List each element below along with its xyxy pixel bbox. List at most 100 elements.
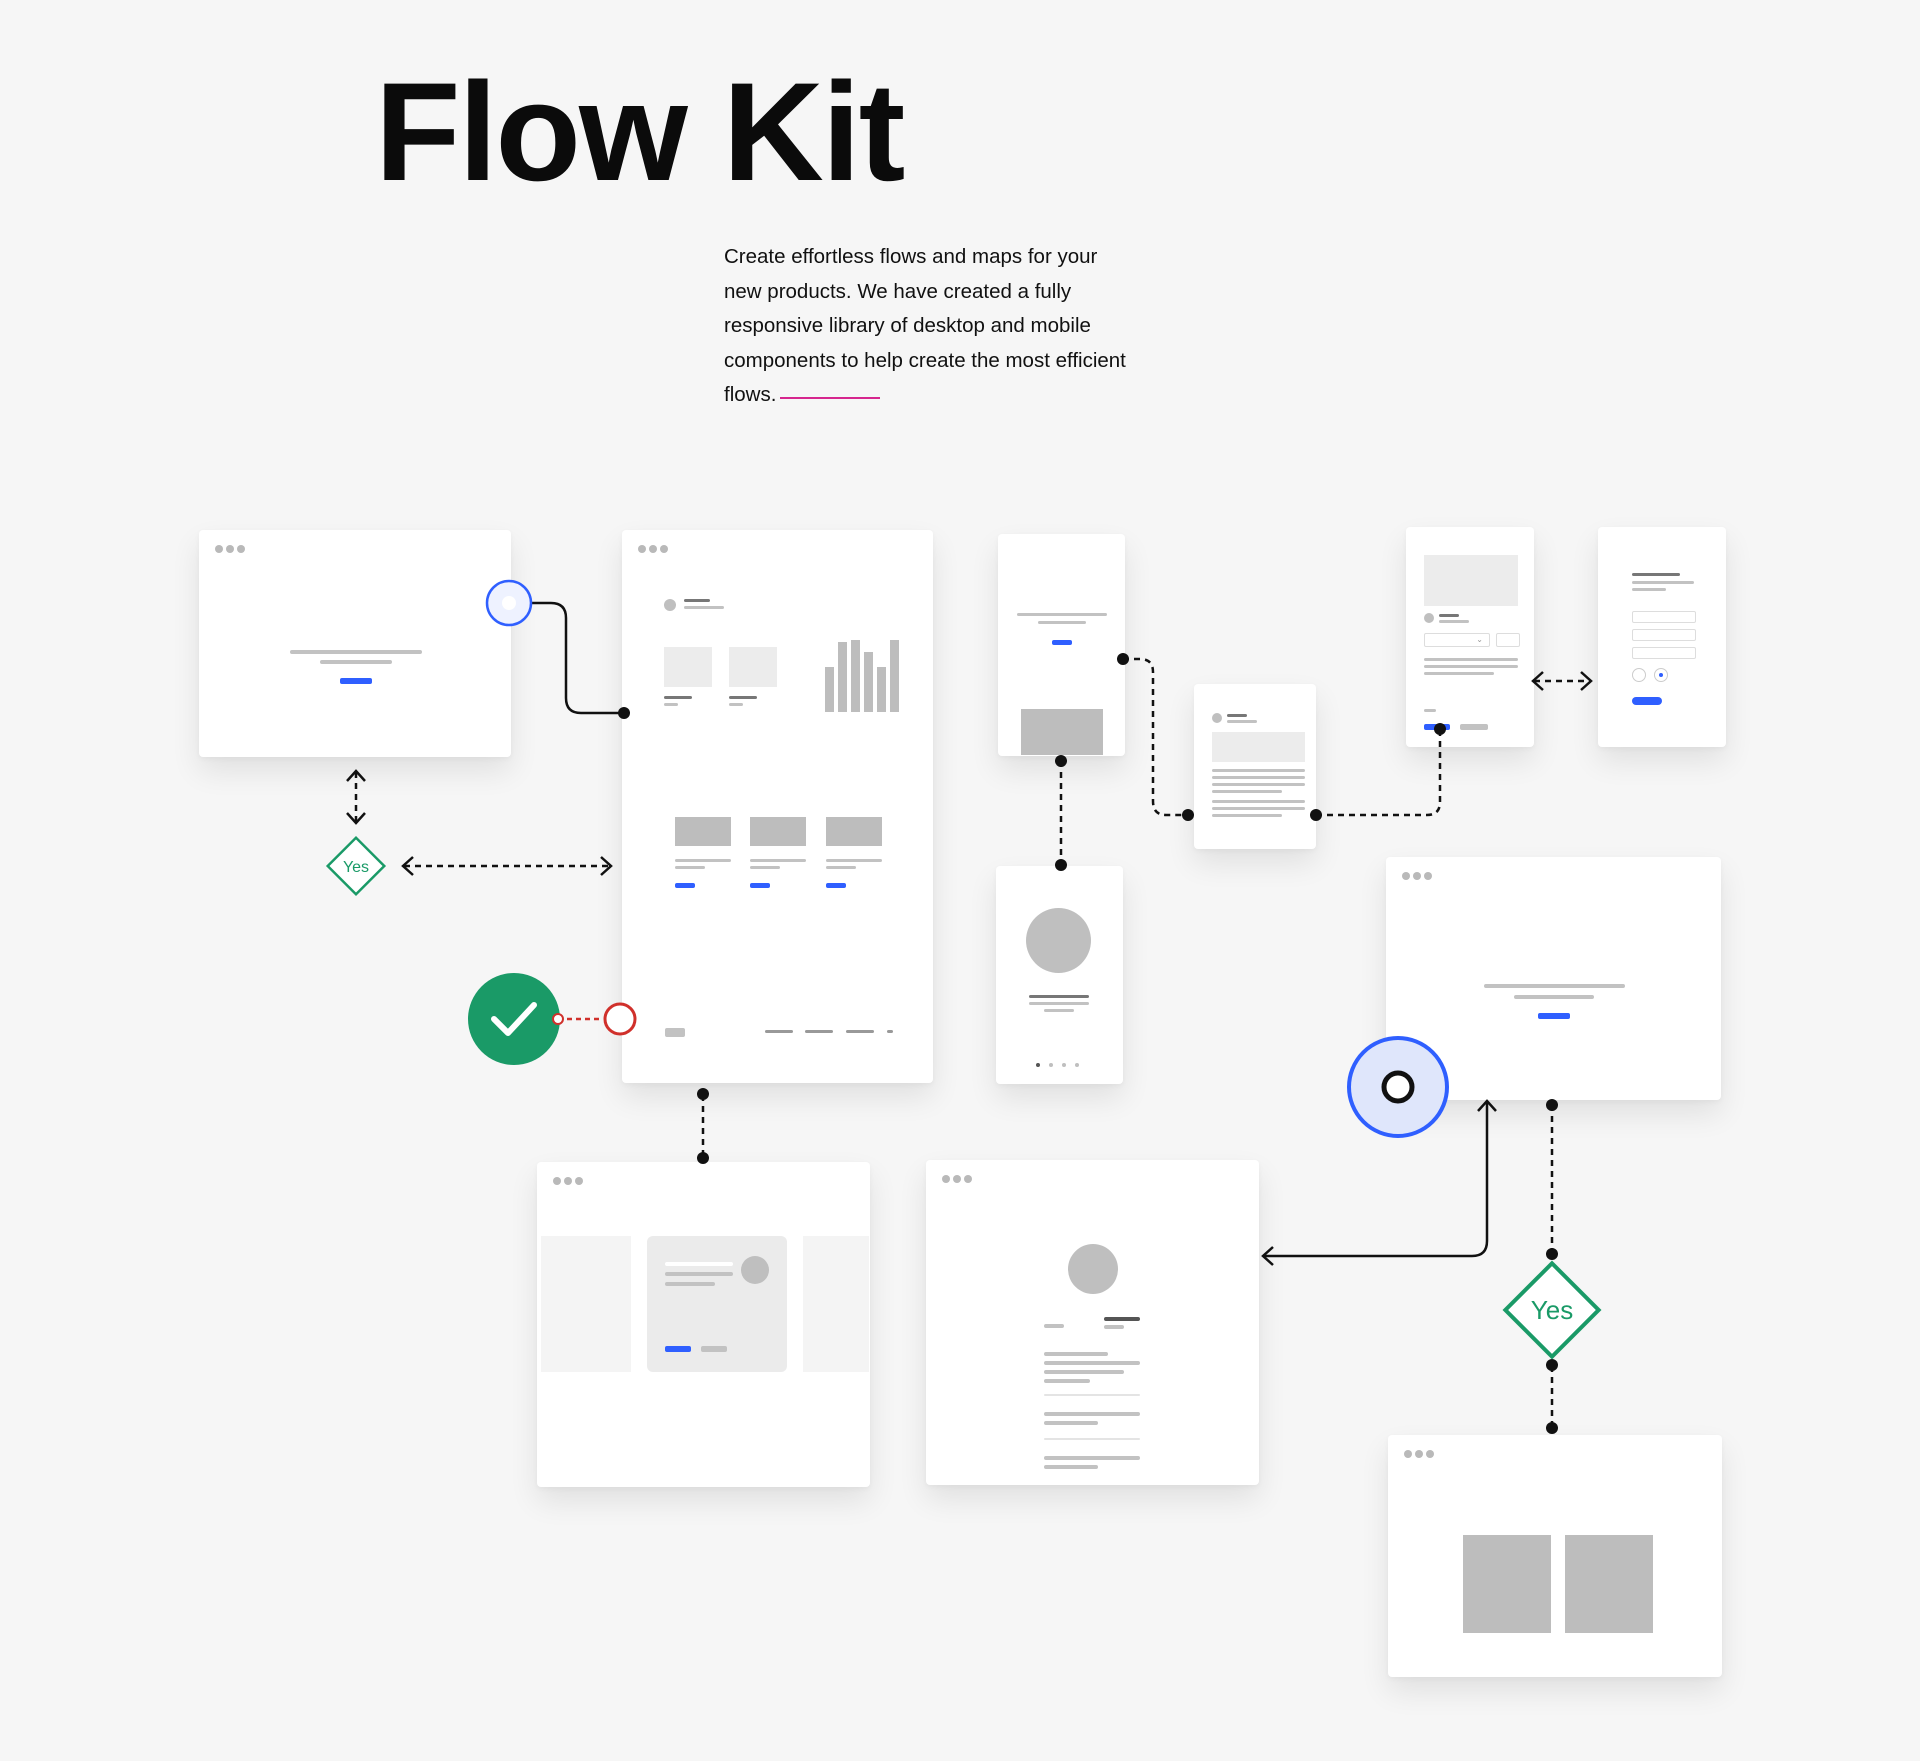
desktop-screen-profile <box>926 1160 1259 1485</box>
mobile-screen-article <box>1194 684 1316 849</box>
text-line <box>1044 1352 1108 1356</box>
input-field <box>1632 611 1696 623</box>
divider <box>1044 1438 1140 1440</box>
avatar <box>1068 1244 1118 1294</box>
footer-link <box>887 1030 893 1033</box>
text-line <box>320 660 392 664</box>
secondary-button <box>1460 724 1488 730</box>
chevron-down-icon: ⌄ <box>1476 635 1483 644</box>
start-node-icon-large <box>1347 1036 1449 1138</box>
decision-label-small: Yes <box>343 859 369 876</box>
primary-button <box>1538 1013 1570 1019</box>
window-dots <box>942 1175 972 1183</box>
accent-underline <box>780 396 881 399</box>
mini-bar <box>825 667 834 712</box>
image-placeholder <box>1463 1535 1551 1633</box>
input-field <box>1632 629 1696 641</box>
window-dots <box>638 545 668 553</box>
text-line <box>1104 1325 1124 1329</box>
mini-bar <box>864 652 873 712</box>
text-line <box>1632 573 1680 576</box>
text-line <box>729 696 757 699</box>
carousel-slide-next <box>803 1236 869 1372</box>
window-dots <box>1404 1450 1434 1458</box>
image-placeholder <box>1424 555 1518 606</box>
connector-endpoint-error <box>552 1013 564 1025</box>
text-line <box>1227 720 1257 723</box>
text-line <box>1017 613 1107 616</box>
link-button <box>750 883 770 888</box>
arrow-icon <box>1531 671 1544 691</box>
text-line <box>1484 984 1625 988</box>
secondary-button <box>701 1346 727 1352</box>
arrow-icon <box>1261 1246 1274 1266</box>
mobile-screen-intro <box>998 534 1125 756</box>
text-line <box>665 1272 733 1276</box>
text-line <box>750 866 780 869</box>
divider <box>1044 1394 1140 1396</box>
arrow-icon <box>401 856 414 876</box>
text-line <box>1212 769 1305 772</box>
desktop-screen-carousel <box>537 1162 870 1487</box>
text-line <box>1044 1456 1140 1460</box>
text-line <box>290 650 422 654</box>
tile <box>664 647 712 687</box>
connector-endpoint <box>1546 1099 1558 1111</box>
quantity-field <box>1496 633 1520 647</box>
mobile-screen-form <box>1598 527 1726 747</box>
link-button <box>675 883 695 888</box>
text-line <box>1044 1324 1064 1328</box>
arrow-icon <box>346 769 366 782</box>
avatar <box>664 599 676 611</box>
error-node-icon <box>603 1002 637 1036</box>
text-line <box>1044 1412 1140 1416</box>
connector-endpoint <box>618 707 630 719</box>
footer-link <box>765 1030 793 1033</box>
pagination-dot-active <box>1036 1063 1040 1067</box>
connector-endpoint <box>697 1088 709 1100</box>
arrow-icon <box>1477 1099 1497 1112</box>
page-title: Flow Kit <box>375 53 905 210</box>
text-line <box>665 1282 715 1286</box>
start-node-icon <box>485 579 533 627</box>
footer-link <box>846 1030 874 1033</box>
mini-bar <box>838 642 847 712</box>
arrow-icon <box>1580 671 1593 691</box>
connector-endpoint <box>1117 653 1129 665</box>
arrow-icon <box>346 812 366 825</box>
connector-dashed <box>1316 729 1442 817</box>
decision-diamond-icon-large: Yes <box>1502 1260 1602 1360</box>
avatar <box>1026 908 1091 973</box>
desktop-screen-dashboard <box>622 530 933 1083</box>
mini-bar <box>877 667 886 712</box>
text-line <box>684 599 710 602</box>
mini-bar-highlight <box>851 640 860 712</box>
select-dropdown: ⌄ <box>1424 633 1490 647</box>
text-line <box>1044 1465 1098 1469</box>
text-line <box>729 703 743 706</box>
arrow-icon <box>600 856 613 876</box>
text-line <box>1439 614 1459 617</box>
text-line <box>1424 672 1494 675</box>
footer-link <box>805 1030 833 1033</box>
text-line <box>675 859 731 862</box>
text-line <box>1212 814 1282 817</box>
image-placeholder <box>1021 709 1103 755</box>
pagination-dot <box>1049 1063 1053 1067</box>
image-placeholder <box>675 817 731 846</box>
text-line <box>1212 807 1305 810</box>
text-line <box>1424 665 1518 668</box>
input-field <box>1632 647 1696 659</box>
primary-button <box>340 678 372 684</box>
tile <box>729 647 777 687</box>
connector-endpoint <box>1055 859 1067 871</box>
text-line <box>1044 1009 1074 1012</box>
text-line <box>1212 790 1282 793</box>
window-dots <box>215 545 245 553</box>
text-line <box>1044 1370 1124 1374</box>
avatar <box>741 1256 769 1284</box>
carousel-slide-active <box>647 1236 787 1372</box>
pagination-dot <box>1075 1063 1079 1067</box>
text-line <box>826 866 856 869</box>
